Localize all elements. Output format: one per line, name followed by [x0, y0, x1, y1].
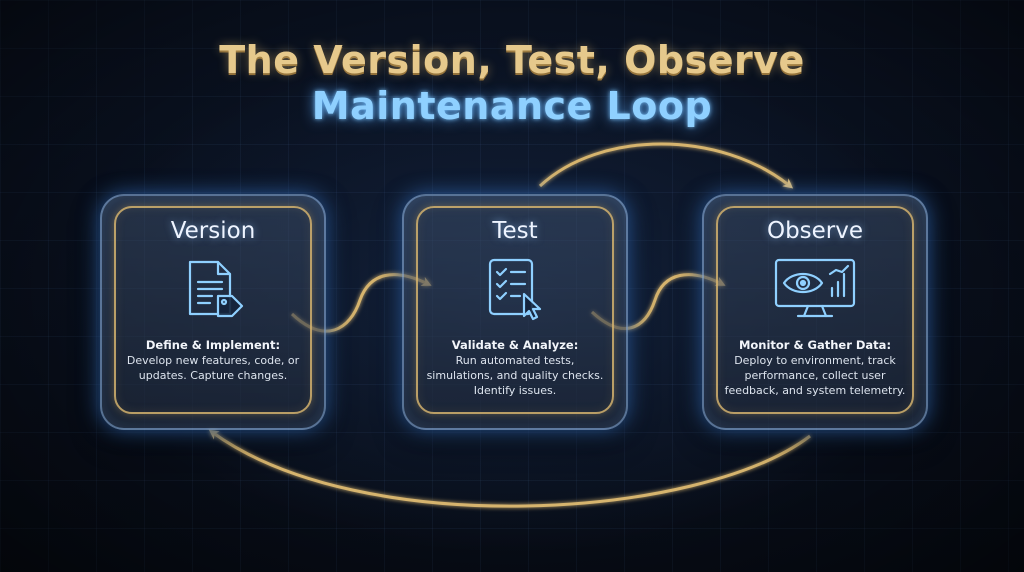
card-version: Version Define & Implement: Develop new … — [100, 194, 326, 430]
card-description-line: Deploy to environment, track — [734, 354, 896, 367]
card-description: Deploy to environment, track performance… — [722, 353, 908, 398]
card-description: Run automated tests, simulations, and qu… — [422, 353, 608, 398]
card-description-line: performance, collect user — [744, 369, 886, 382]
card-description-line: updates. Capture changes. — [138, 369, 288, 382]
checklist-cursor-icon — [480, 256, 550, 322]
card-title: Version — [170, 218, 256, 244]
card-version-inner: Version Define & Implement: Develop new … — [114, 206, 312, 414]
card-description-line: Develop new features, code, or — [126, 354, 300, 367]
card-test: Test Validate & Analyze: Run automated t… — [402, 194, 628, 430]
card-heading: Monitor & Gather Data: — [738, 338, 892, 352]
card-description-line: simulations, and quality checks. — [426, 369, 604, 382]
monitor-eye-icon — [770, 256, 860, 322]
card-description-line: Run automated tests, — [455, 354, 575, 367]
card-title: Test — [492, 218, 538, 244]
document-tag-icon — [178, 256, 248, 322]
title-line-1: The Version, Test, Observe — [219, 38, 805, 82]
title-line-2: Maintenance Loop — [311, 84, 713, 128]
card-heading: Define & Implement: — [145, 338, 281, 352]
card-test-inner: Test Validate & Analyze: Run automated t… — [416, 206, 614, 414]
card-description: Develop new features, code, or updates. … — [120, 353, 306, 383]
card-heading: Validate & Analyze: — [451, 338, 579, 352]
card-title: Observe — [766, 218, 864, 244]
card-observe: Observe Monitor & Gather Data: Deploy to… — [702, 194, 928, 430]
card-observe-inner: Observe Monitor & Gather Data: Deploy to… — [716, 206, 914, 414]
card-description-line: Identify issues. — [473, 384, 557, 397]
card-description-line: feedback, and system telemetry. — [724, 384, 906, 397]
